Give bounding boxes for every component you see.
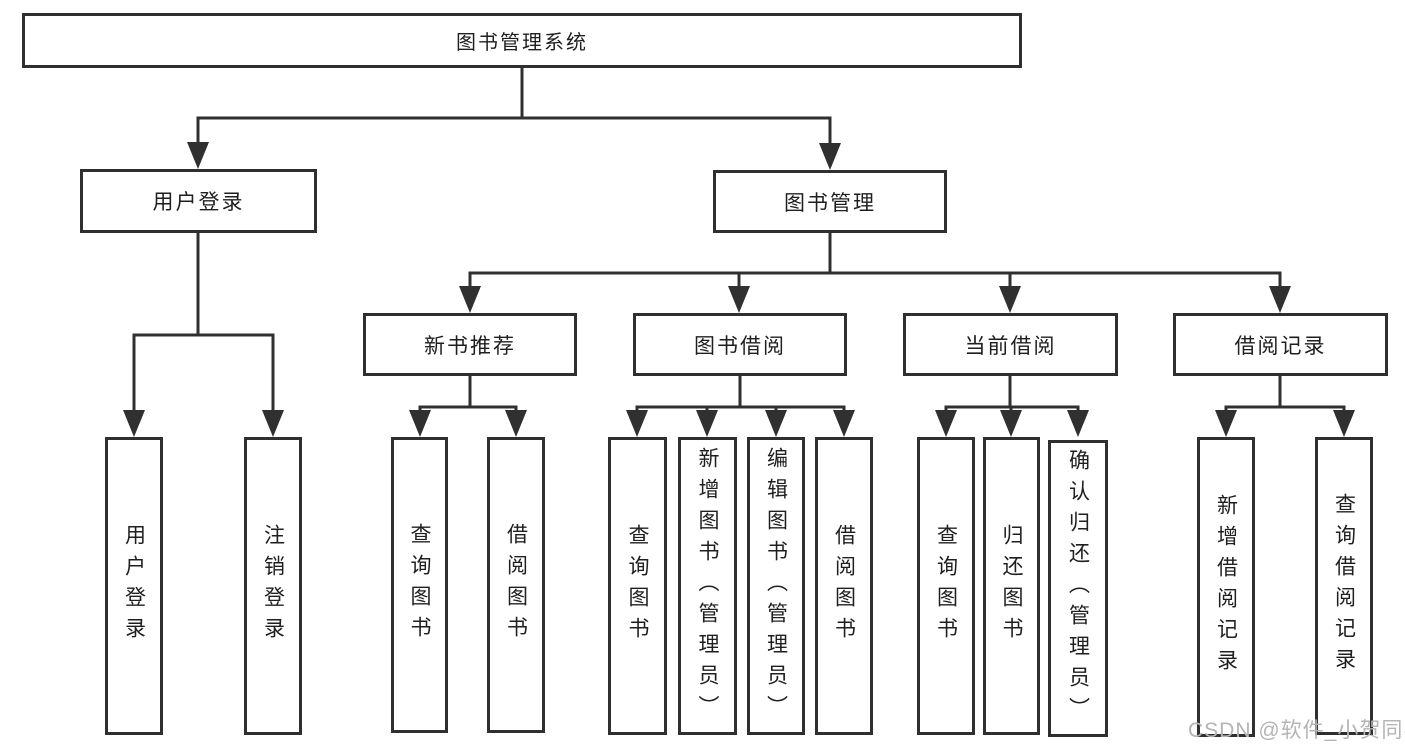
- node-borrowing-records: 借阅记录: [1173, 313, 1388, 376]
- leaf-records-add-record: 新增借阅记录: [1197, 437, 1255, 737]
- leaf-recommend-borrow-books: 借阅图书: [487, 437, 545, 733]
- leaf-borrow-add-books-admin: 新增图书（管理员）: [678, 437, 737, 735]
- node-current-borrowing-label: 当前借阅: [964, 334, 1057, 358]
- leaf-logout: 注销登录: [244, 437, 302, 735]
- node-current-borrowing: 当前借阅: [903, 313, 1118, 376]
- node-user-login: 用户登录: [80, 169, 317, 233]
- node-user-login-label: 用户登录: [152, 191, 245, 214]
- node-book-management: 图书管理: [713, 170, 947, 233]
- leaf-borrow-query-books: 查询图书: [608, 437, 667, 735]
- node-new-book-recommendation: 新书推荐: [363, 313, 577, 376]
- node-book-borrowing-label: 图书借阅: [694, 334, 786, 358]
- node-borrowing-records-label: 借阅记录: [1234, 334, 1327, 358]
- node-root-label: 图书管理系统: [456, 32, 588, 54]
- leaf-user-login: 用户登录: [105, 437, 163, 735]
- node-new-book-recommendation-label: 新书推荐: [424, 334, 516, 358]
- node-root: 图书管理系统: [22, 13, 1022, 68]
- leaf-current-query-books: 查询图书: [917, 437, 975, 735]
- node-book-management-label: 图书管理: [784, 191, 876, 215]
- leaf-current-return-books: 归还图书: [983, 437, 1040, 735]
- leaf-recommend-query-books: 查询图书: [391, 437, 448, 733]
- leaf-records-query-record: 查询借阅记录: [1315, 437, 1373, 735]
- leaf-borrow-edit-books-admin: 编辑图书（管理员）: [747, 437, 805, 735]
- node-book-borrowing: 图书借阅: [633, 313, 847, 376]
- csdn-watermark: CSDN @软件_小贺同学: [1188, 719, 1405, 742]
- leaf-current-confirm-return-admin: 确认归还（管理员）: [1048, 440, 1108, 737]
- leaf-borrow-borrow-books: 借阅图书: [815, 437, 873, 735]
